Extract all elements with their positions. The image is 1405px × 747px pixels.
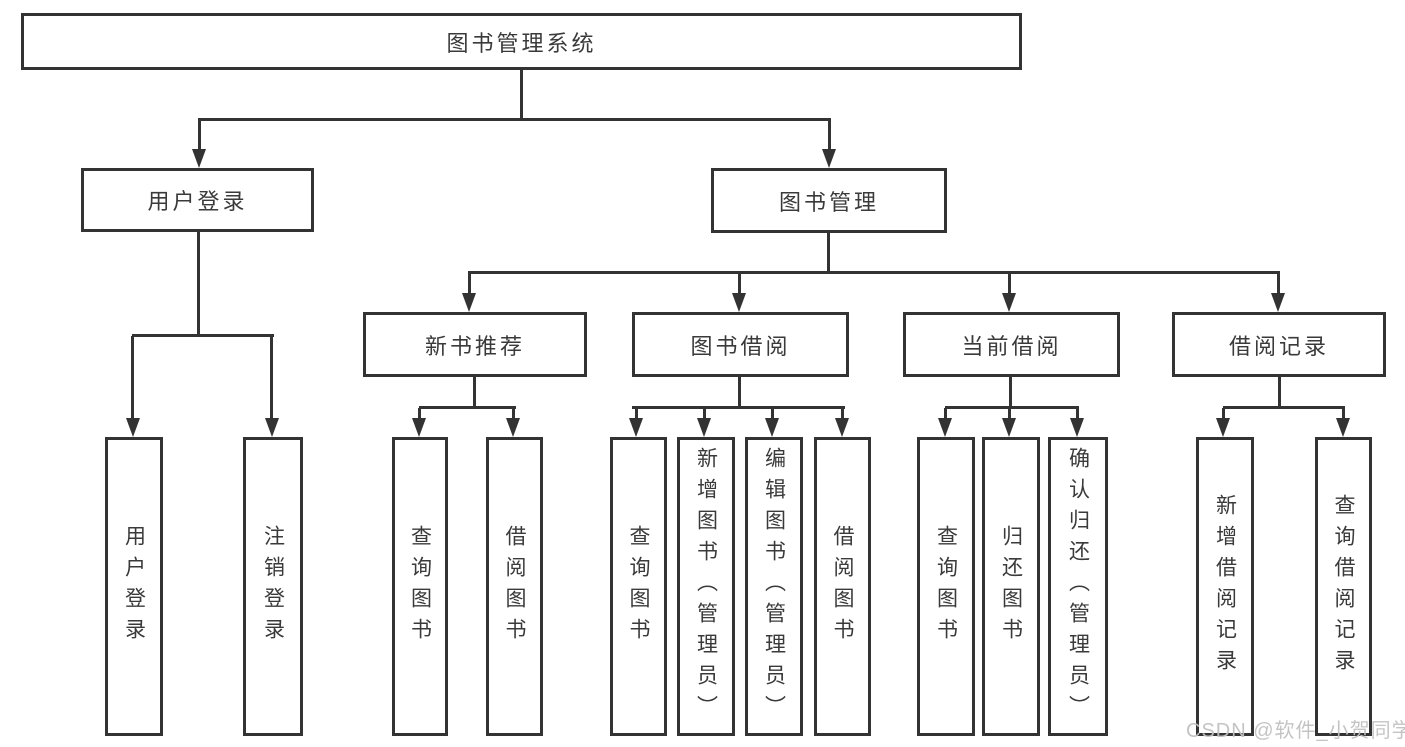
arrow-down-icon	[765, 418, 779, 437]
connector	[418, 408, 421, 419]
leaf-return-books-label: 归还图书	[999, 524, 1023, 649]
arrow-down-icon	[938, 418, 952, 437]
leaf-confirm-return-admin-label: 确认归还（管理员）	[1066, 447, 1090, 726]
leaf-query-books-1-label: 查询图书	[408, 524, 432, 649]
arrow-down-icon	[192, 149, 206, 168]
connector	[1223, 406, 1345, 409]
csdn-watermark: CSDN @软件_小贺同学	[1186, 720, 1405, 742]
arrow-down-icon	[1216, 418, 1230, 437]
arrow-down-icon	[732, 293, 746, 312]
leaf-add-borrow-record: 新增借阅记录	[1196, 437, 1254, 736]
connector	[197, 231, 200, 336]
arrow-down-icon	[697, 418, 711, 437]
connector	[632, 406, 845, 409]
connector	[520, 69, 523, 120]
leaf-borrow-books-1-label: 借阅图书	[503, 524, 526, 649]
leaf-query-books-3-label: 查询图书	[934, 524, 958, 649]
connector	[132, 334, 274, 337]
arrow-down-icon	[506, 418, 520, 437]
leaf-query-books-3: 查询图书	[917, 437, 975, 736]
connector	[635, 408, 638, 419]
connector	[738, 273, 741, 294]
node-root-label: 图书管理系统	[446, 30, 597, 56]
arrow-down-icon	[1271, 293, 1285, 312]
node-current-borrowing-label: 当前借阅	[961, 333, 1062, 359]
connector	[703, 408, 706, 419]
node-root: 图书管理系统	[21, 13, 1022, 70]
connector	[512, 408, 515, 419]
connector	[1009, 376, 1012, 407]
node-book-management-label: 图书管理	[778, 189, 879, 215]
node-user-login-label: 用户登录	[147, 189, 248, 214]
leaf-return-books: 归还图书	[982, 437, 1040, 736]
leaf-borrow-books-2-label: 借阅图书	[831, 524, 854, 649]
node-book-borrowing: 图书借阅	[632, 312, 849, 377]
arrow-down-icon	[412, 418, 426, 437]
connector	[1008, 408, 1011, 419]
node-borrowing-records-label: 借阅记录	[1228, 333, 1329, 359]
node-new-book-recommend: 新书推荐	[363, 312, 587, 377]
leaf-query-books-1: 查询图书	[392, 437, 448, 736]
leaf-borrow-books-2: 借阅图书	[814, 437, 871, 736]
leaf-query-books-2-label: 查询图书	[627, 524, 650, 649]
connector	[1076, 408, 1079, 419]
arrow-down-icon	[835, 418, 849, 437]
connector	[468, 273, 471, 294]
leaf-edit-book-admin-label: 编辑图书（管理员）	[762, 447, 786, 726]
connector	[473, 376, 476, 407]
connector	[944, 408, 947, 419]
node-new-book-recommend-label: 新书推荐	[424, 333, 525, 359]
leaf-logout: 注销登录	[243, 437, 303, 736]
leaf-query-borrow-record: 查询借阅记录	[1315, 437, 1372, 736]
arrow-down-icon	[1336, 418, 1350, 437]
leaf-query-books-2: 查询图书	[610, 437, 667, 736]
connector	[945, 406, 1079, 409]
arrow-down-icon	[126, 418, 140, 437]
arrow-down-icon	[265, 418, 279, 437]
connector	[468, 271, 1280, 274]
leaf-user-login: 用户登录	[105, 437, 163, 736]
node-book-borrowing-label: 图书借阅	[690, 333, 791, 359]
leaf-logout-label: 注销登录	[261, 524, 285, 649]
leaf-edit-book-admin: 编辑图书（管理员）	[745, 437, 803, 736]
connector	[1222, 408, 1225, 419]
connector	[738, 376, 741, 407]
connector	[828, 120, 831, 150]
connector	[270, 336, 273, 419]
connector	[131, 336, 134, 419]
connector	[1008, 273, 1011, 294]
arrow-down-icon	[1070, 418, 1084, 437]
leaf-user-login-label: 用户登录	[122, 524, 146, 649]
connector	[198, 118, 831, 121]
connector	[198, 120, 201, 150]
connector	[1278, 376, 1281, 407]
connector	[827, 233, 830, 273]
arrow-down-icon	[629, 418, 643, 437]
leaf-borrow-books-1: 借阅图书	[486, 437, 543, 736]
connector	[1342, 408, 1345, 419]
node-book-management: 图书管理	[711, 168, 947, 233]
connector	[771, 408, 774, 419]
leaf-add-book-admin: 新增图书（管理员）	[677, 437, 735, 736]
arrow-down-icon	[1002, 418, 1016, 437]
arrow-down-icon	[462, 293, 476, 312]
node-current-borrowing: 当前借阅	[903, 312, 1120, 377]
node-user-login: 用户登录	[81, 168, 314, 232]
leaf-query-borrow-record-label: 查询借阅记录	[1332, 493, 1355, 680]
arrow-down-icon	[822, 149, 836, 168]
connector	[841, 408, 844, 419]
leaf-add-borrow-record-label: 新增借阅记录	[1213, 493, 1237, 680]
arrow-down-icon	[1002, 293, 1016, 312]
node-borrowing-records: 借阅记录	[1172, 312, 1386, 377]
connector	[419, 406, 516, 409]
leaf-add-book-admin-label: 新增图书（管理员）	[694, 447, 718, 726]
leaf-confirm-return-admin: 确认归还（管理员）	[1048, 437, 1108, 736]
connector	[1277, 273, 1280, 294]
